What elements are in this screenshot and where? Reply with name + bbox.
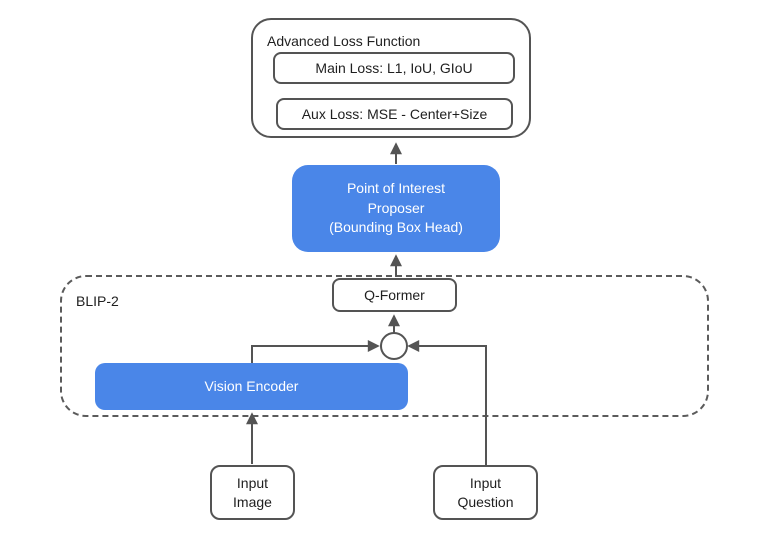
aux-loss-label: Aux Loss: MSE - Center+Size — [301, 105, 488, 122]
poi-line-3: (Bounding Box Head) — [329, 219, 463, 236]
input-image-line-2: Image — [233, 493, 272, 510]
poi-line-2: Proposer — [367, 199, 425, 216]
vision-encoder-label: Vision Encoder — [204, 378, 299, 395]
poi-line-1: Point of Interest — [346, 180, 446, 197]
input-question-line-1: Input — [469, 475, 502, 492]
poi-proposer-box: Point of Interest Proposer (Bounding Box… — [292, 165, 500, 252]
main-loss-label: Main Loss: L1, IoU, GIoU — [315, 59, 473, 76]
input-image-box: Input Image — [210, 465, 295, 520]
advanced-loss-title: Advanced Loss Function — [267, 33, 421, 49]
input-image-line-1: Input — [236, 475, 269, 492]
input-question-box: Input Question — [433, 465, 538, 520]
aux-loss-box: Aux Loss: MSE - Center+Size — [276, 98, 513, 130]
main-loss-box: Main Loss: L1, IoU, GIoU — [273, 52, 515, 84]
vision-encoder-box: Vision Encoder — [95, 363, 408, 410]
qformer-box: Q-Former — [332, 278, 457, 312]
blip2-group-container — [60, 275, 709, 417]
qformer-label: Q-Former — [364, 286, 425, 303]
input-question-line-2: Question — [457, 493, 514, 510]
blip2-group-label: BLIP-2 — [76, 293, 119, 309]
